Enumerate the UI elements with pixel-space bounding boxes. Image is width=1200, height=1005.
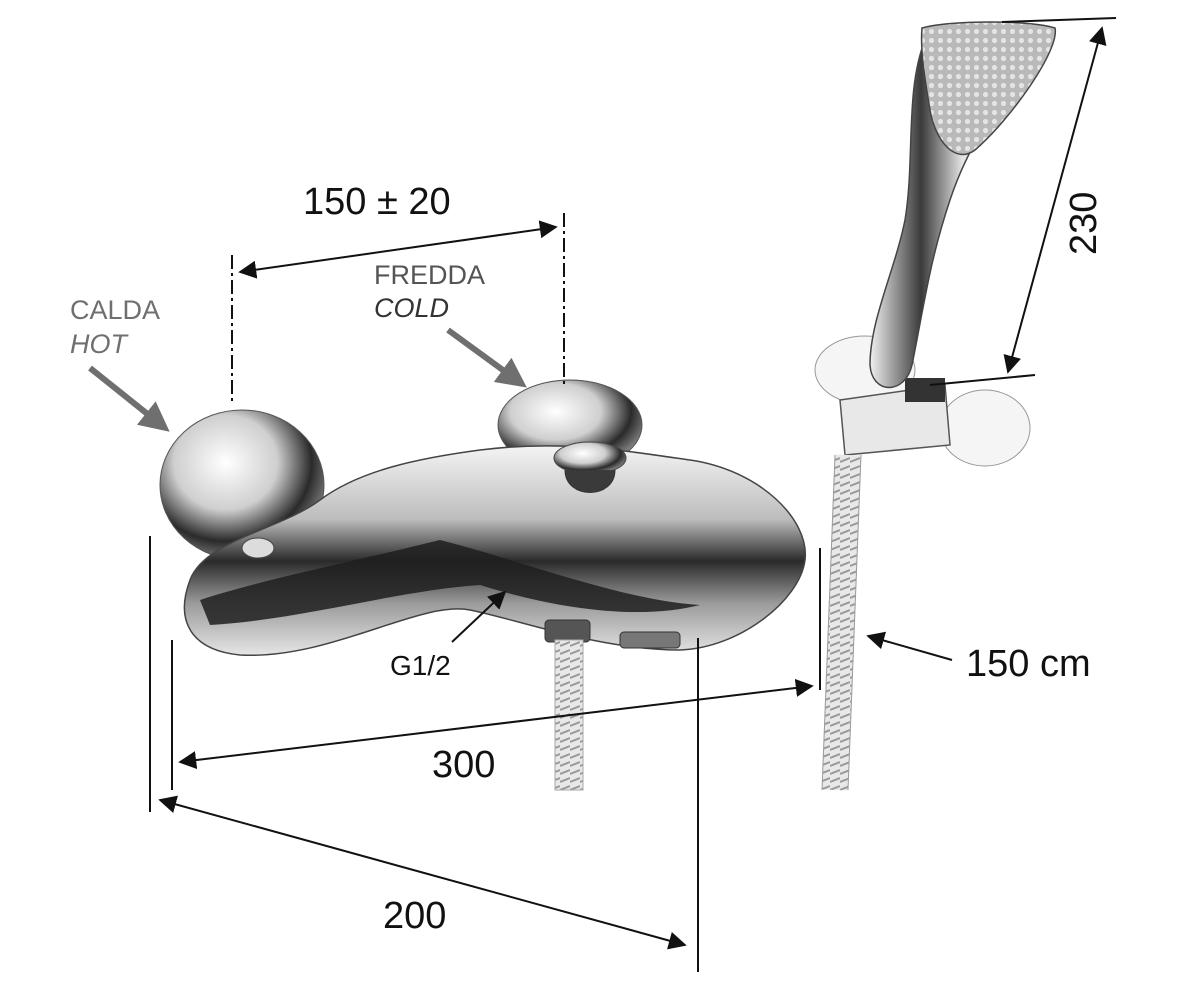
- dim-line-150: [238, 220, 558, 279]
- dimension-label-150: 150 ± 20: [303, 181, 451, 223]
- temperature-button: [241, 537, 275, 559]
- hose-upper: [822, 454, 861, 791]
- dimension-label-230: 230: [1063, 191, 1105, 255]
- hot-arrow: [88, 365, 170, 432]
- shower-head: [920, 21, 1056, 156]
- calda-label: CALDA: [70, 295, 161, 325]
- diverter-knob: [553, 441, 627, 475]
- shower-handle: [869, 39, 1042, 389]
- inlet-arrows: [88, 327, 527, 432]
- dim-line-300: [178, 678, 814, 770]
- dim-line-230: [1003, 26, 1107, 374]
- g12-label: G1/2: [390, 650, 451, 681]
- dimension-label-200: 200: [383, 895, 447, 937]
- cold-arrow: [446, 327, 527, 388]
- hot-label: HOT: [70, 329, 127, 359]
- fredda-label: FREDDA: [374, 260, 486, 290]
- dimension-label-300: 300: [432, 744, 496, 786]
- leader-g12: [451, 590, 507, 643]
- hose-length-label: 150 cm: [966, 643, 1091, 685]
- wall-bracket-disc: [939, 389, 1031, 467]
- outlet-nozzle: [544, 619, 591, 643]
- dimension-lines: [149, 17, 1117, 972]
- cold-label: COLD: [374, 293, 450, 323]
- dim-line-200: [158, 795, 687, 950]
- leader-hose: [866, 631, 953, 661]
- mixer-illustration: [159, 379, 806, 791]
